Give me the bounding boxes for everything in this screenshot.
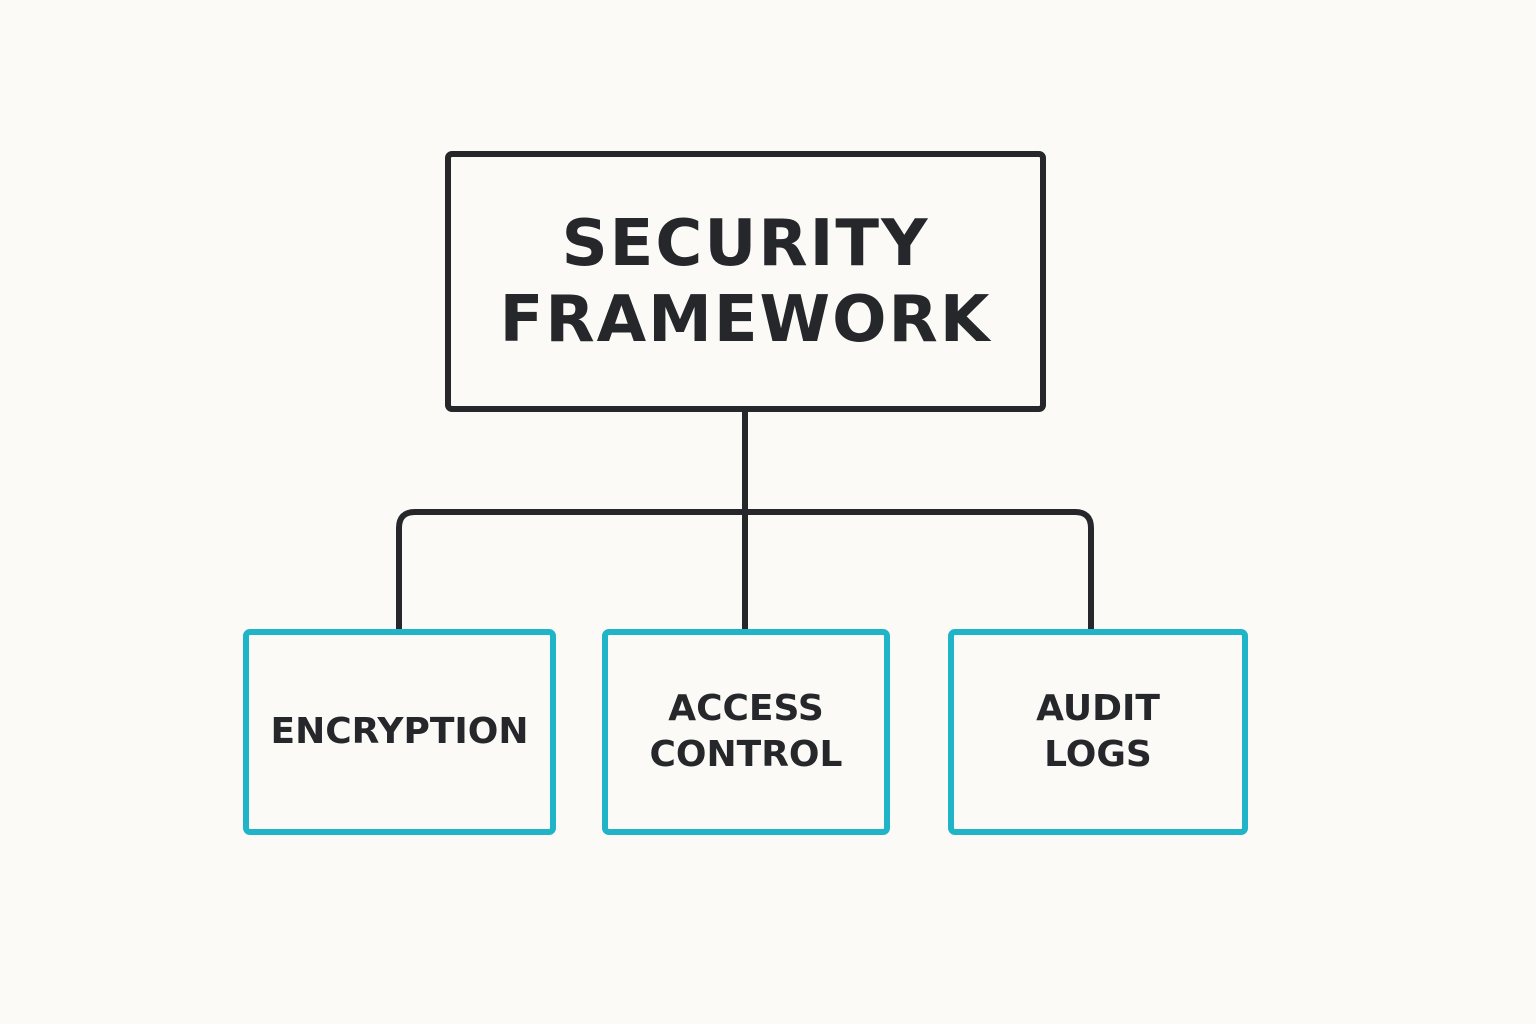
root-node-label: SECURITY FRAMEWORK: [499, 206, 992, 357]
child-node-encryption: ENCRYPTION: [243, 629, 556, 835]
child-node-label: ENCRYPTION: [270, 711, 529, 752]
root-node-security-framework: SECURITY FRAMEWORK: [445, 151, 1046, 412]
child-node-audit-logs: AUDIT LOGS: [948, 629, 1248, 835]
child-node-label: AUDIT LOGS: [1036, 688, 1160, 775]
child-node-label: ACCESS CONTROL: [649, 688, 843, 775]
child-node-access-control: ACCESS CONTROL: [602, 629, 890, 835]
